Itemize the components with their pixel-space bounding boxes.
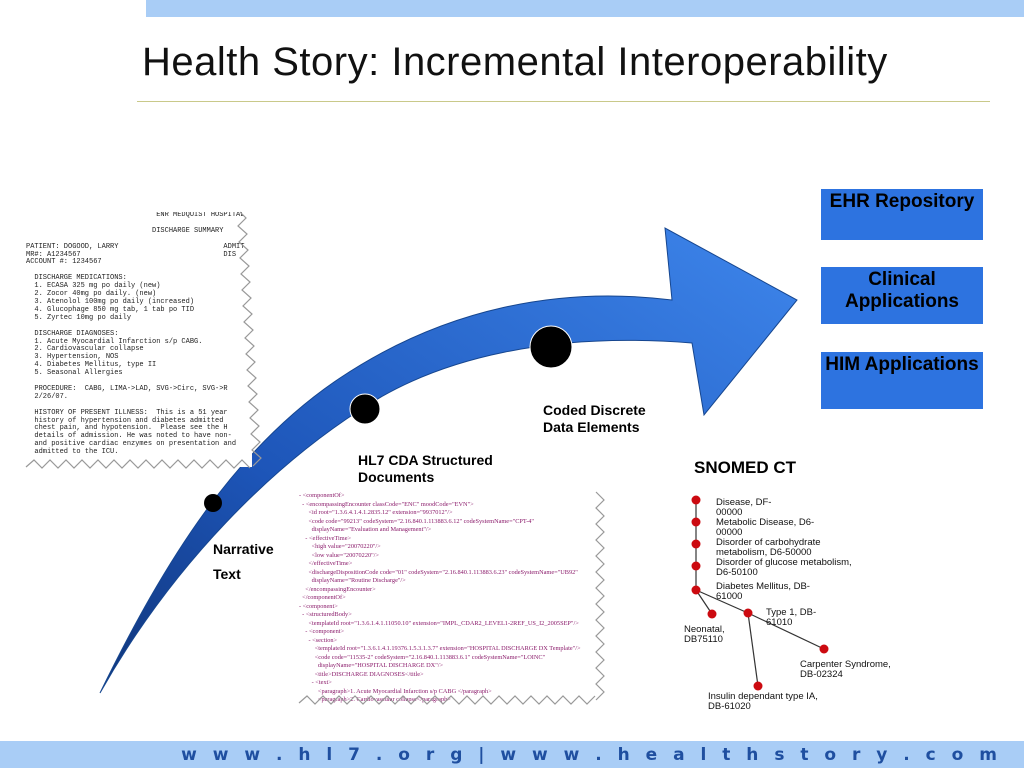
xml-line: <templateId root="1.3.6.1.4.1.11050.10" … [308, 619, 579, 627]
box-clinical-applications: Clinical Applications [821, 267, 983, 324]
label-hl7-cda: HL7 CDA Structured Documents [358, 452, 493, 485]
xml-line: </encompassingEncounter> [305, 585, 376, 593]
xml-line: - <encompassingEncounter classCode="ENC"… [302, 500, 474, 508]
xml-line: - <component> [305, 628, 345, 635]
node-label-metabolic: Metabolic Disease, D6-00000 [716, 517, 815, 538]
node-label-glucose: Disorder of glucose metabolism, D6-50100 [716, 557, 852, 578]
xml-line: - <text> [311, 679, 332, 686]
node-label-carpenter: Carpenter Syndrome, DB-02324 [800, 659, 891, 680]
box-him-applications-label: HIM Applications [825, 354, 979, 375]
xml-line: <paragraph>1. Acute Myocardial Infarctio… [317, 687, 492, 695]
xml-line: <id root="1.3.6.4.1.4.1.2835.12" extensi… [308, 509, 453, 516]
narrative-text-content: ENR MEDQUIST HOSPITAL DISCHARGE SUMMARY … [26, 212, 245, 457]
box-ehr-repository-label: EHR Repository [829, 191, 975, 212]
node-carbohydrate [691, 539, 701, 549]
footer-links: w w w . h l 7 . o r g | w w w . h e a l … [181, 745, 1002, 765]
xml-line: displayName="Routine Discharge"/> [311, 577, 406, 584]
stage-dot-cda [349, 393, 381, 425]
snomed-title: SNOMED CT [694, 458, 796, 477]
node-label-disease: Disease, DF-00000 [716, 497, 772, 518]
header-bar [146, 0, 1024, 17]
xml-line: <high value="20070220"/> [311, 543, 381, 550]
xml-line: <paragraph>2. Cardiovascular collapse</p… [317, 696, 451, 703]
label-narrative-text: Narrative Text [213, 541, 274, 582]
node-neonatal [707, 609, 717, 619]
xml-line: - <structuredBody> [302, 611, 352, 618]
node-label-type1: Type 1, DB-61010 [766, 607, 817, 628]
xml-line: - <componentOf> [299, 492, 345, 499]
footer-bar: w w w . h l 7 . o r g | w w w . h e a l … [0, 741, 1024, 768]
node-label-neonatal: Neonatal, DB75110 [684, 624, 725, 645]
cda-xml-document: - <componentOf> - <encompassingEncounter… [299, 492, 605, 704]
node-metabolic-disease [691, 517, 701, 527]
stage-dot-coded [529, 325, 573, 369]
xml-line: displayName="Evaluation and Management"/… [311, 526, 432, 533]
xml-line: <dischargeDispositionCode code="01" code… [308, 568, 578, 576]
xml-line: </componentOf> [302, 594, 346, 601]
xml-line: <title>DISCHARGE DIAGNOSES</title> [314, 670, 424, 678]
box-him-applications: HIM Applications [821, 352, 983, 409]
xml-line: <code code="99213" codeSystem="2.16.840.… [308, 517, 535, 525]
title-divider [137, 101, 990, 102]
stage-dot-narrative [204, 494, 222, 512]
xml-line: - <component> [299, 602, 338, 610]
xml-text-content: - <componentOf> - <encompassingEncounter… [299, 492, 605, 704]
node-diabetes [691, 585, 701, 595]
node-glucose [691, 561, 701, 571]
xml-line: - <effectiveTime> [305, 534, 352, 542]
label-coded-discrete: Coded Discrete Data Elements [543, 402, 646, 435]
node-label-carbohydrate: Disorder of carbohydrate metabolism, D6-… [716, 537, 821, 558]
xml-line: - <section> [308, 636, 338, 644]
narrative-discharge-summary: ENR MEDQUIST HOSPITAL DISCHARGE SUMMARY … [26, 212, 252, 467]
node-insulin [753, 681, 763, 691]
xml-line: </effectiveTime> [308, 560, 353, 567]
node-label-insulin: Insulin dependant type IA, DB-61020 [708, 691, 818, 712]
box-clinical-applications-label: Clinical Applications [844, 269, 959, 312]
xml-line: <low value="20070220"/> [311, 551, 379, 559]
node-carpenter [819, 644, 829, 654]
node-disease [691, 495, 701, 505]
node-label-diabetes: Diabetes Mellitus, DB-61000 [716, 581, 810, 602]
box-ehr-repository: EHR Repository [821, 189, 983, 240]
xml-line: displayName="HOSPITAL DISCHARGE DX"/> [317, 662, 444, 669]
xml-line: <templateId root="1.3.6.1.4.1.19376.1.5.… [314, 645, 581, 652]
slide-title: Health Story: Incremental Interoperabili… [142, 40, 888, 84]
node-type1 [743, 608, 753, 618]
xml-line: <code code="11535-2" codeSystem="2.16.84… [314, 653, 546, 661]
